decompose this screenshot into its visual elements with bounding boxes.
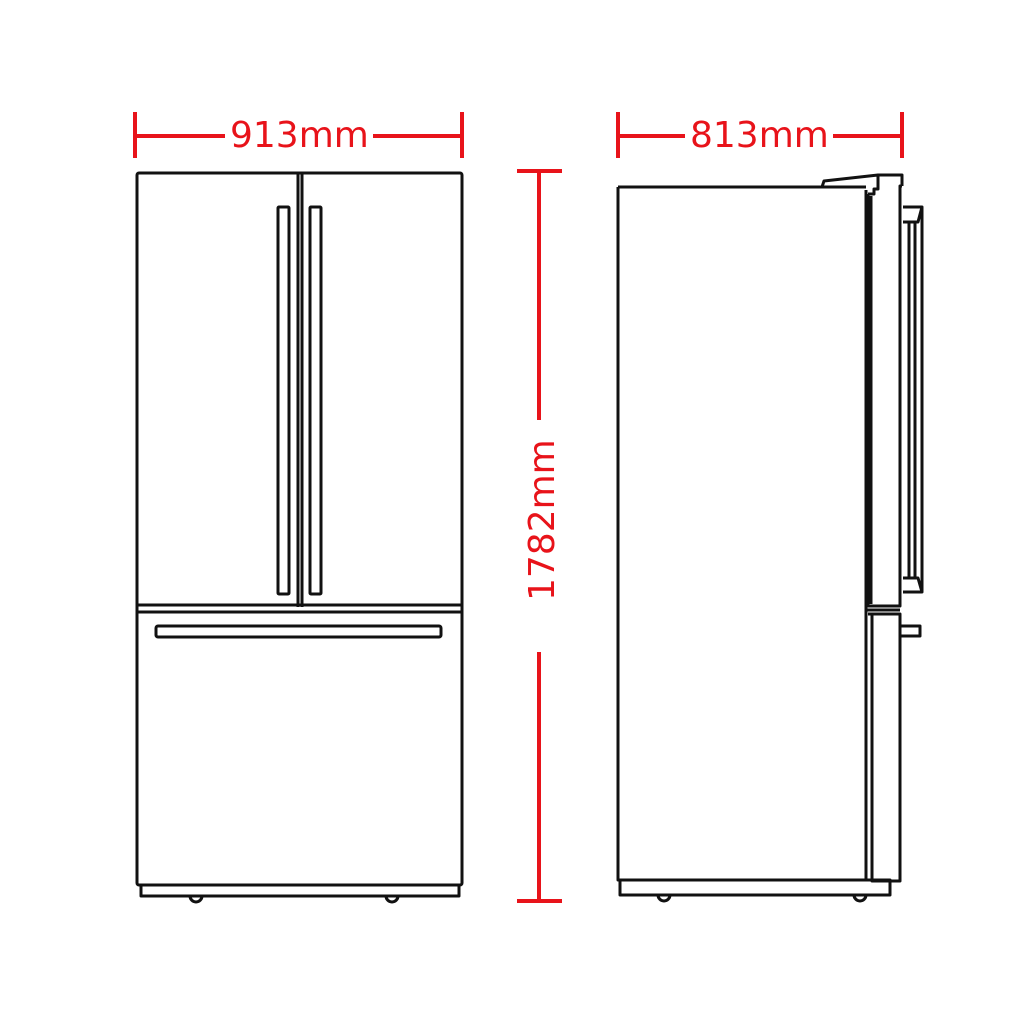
- side-cabinet-body: [616, 185, 868, 882]
- height-dimension-label: 1782mm: [522, 439, 563, 605]
- height-dimension-line: [517, 169, 562, 903]
- width-dimension-line: [133, 112, 464, 158]
- upper-door-handle: [903, 205, 924, 594]
- depth-dimension-line: [616, 112, 904, 158]
- left-door-handle: [276, 205, 291, 596]
- side-view: [616, 173, 924, 903]
- side-foot-left: [656, 894, 672, 903]
- side-foot-right: [852, 894, 868, 903]
- side-base-plinth: [618, 878, 892, 897]
- right-door-handle: [308, 205, 323, 596]
- front-foot-right: [384, 895, 400, 904]
- upper-door: [866, 184, 902, 608]
- depth-dimension-label: 813mm: [686, 118, 833, 154]
- top-hinge-cover: [820, 173, 904, 196]
- front-base-plinth: [139, 883, 461, 898]
- front-view: [135, 171, 464, 904]
- width-dimension-label: 913mm: [226, 118, 373, 154]
- front-foot-left: [188, 895, 204, 904]
- drawer-front: [868, 612, 902, 883]
- drawer-handle: [154, 624, 443, 639]
- side-drawer-handle: [898, 624, 922, 638]
